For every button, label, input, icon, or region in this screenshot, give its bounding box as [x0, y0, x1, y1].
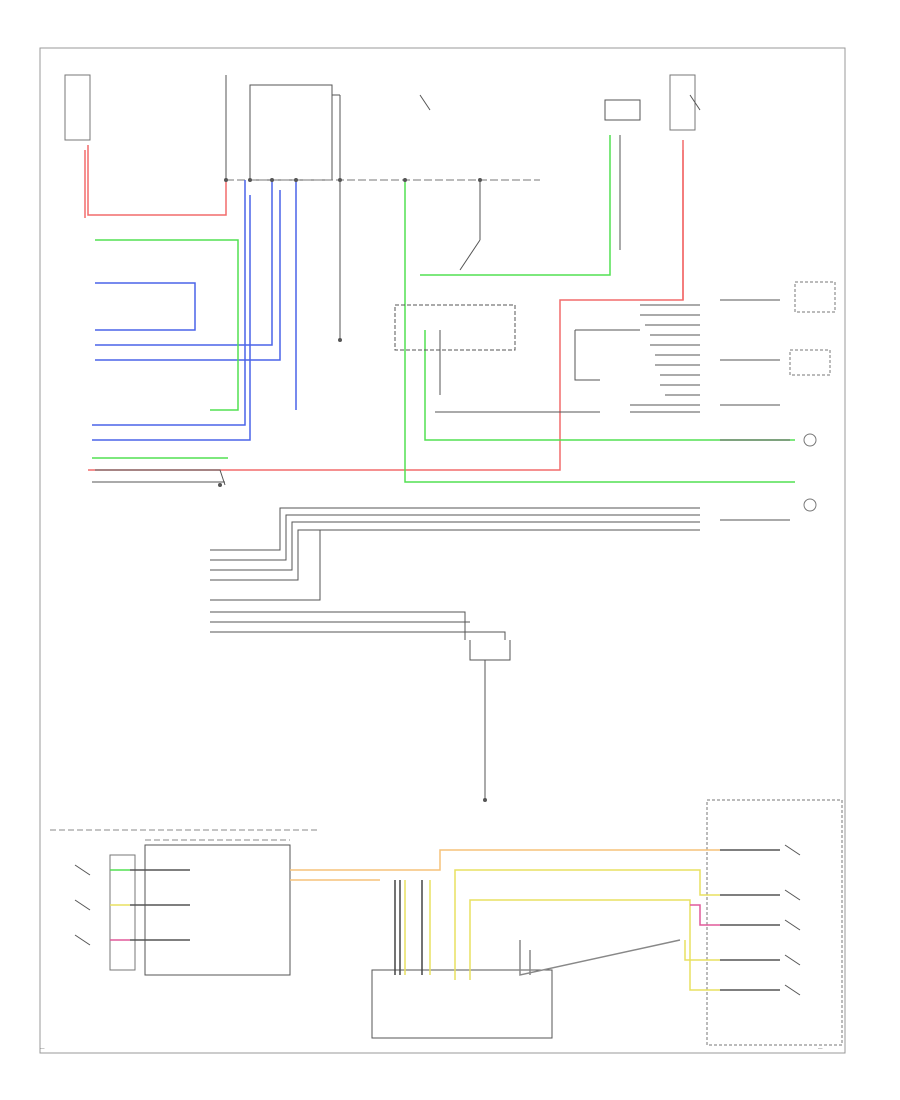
footer-left: — — [40, 1046, 45, 1051]
module-box-top — [249, 84, 333, 181]
black-wires — [92, 95, 790, 800]
blue-wires — [92, 180, 297, 441]
connector-block — [371, 969, 553, 1039]
green-wires — [92, 135, 795, 483]
connector-dots — [218, 178, 487, 802]
footer-right: — — [818, 1046, 823, 1051]
lower-wires — [110, 849, 780, 991]
module-box-lower-left — [144, 844, 291, 976]
red-wires — [84, 140, 684, 471]
switch-symbols — [74, 94, 801, 996]
diagram-border — [39, 47, 846, 1054]
module-box-right — [394, 304, 516, 351]
